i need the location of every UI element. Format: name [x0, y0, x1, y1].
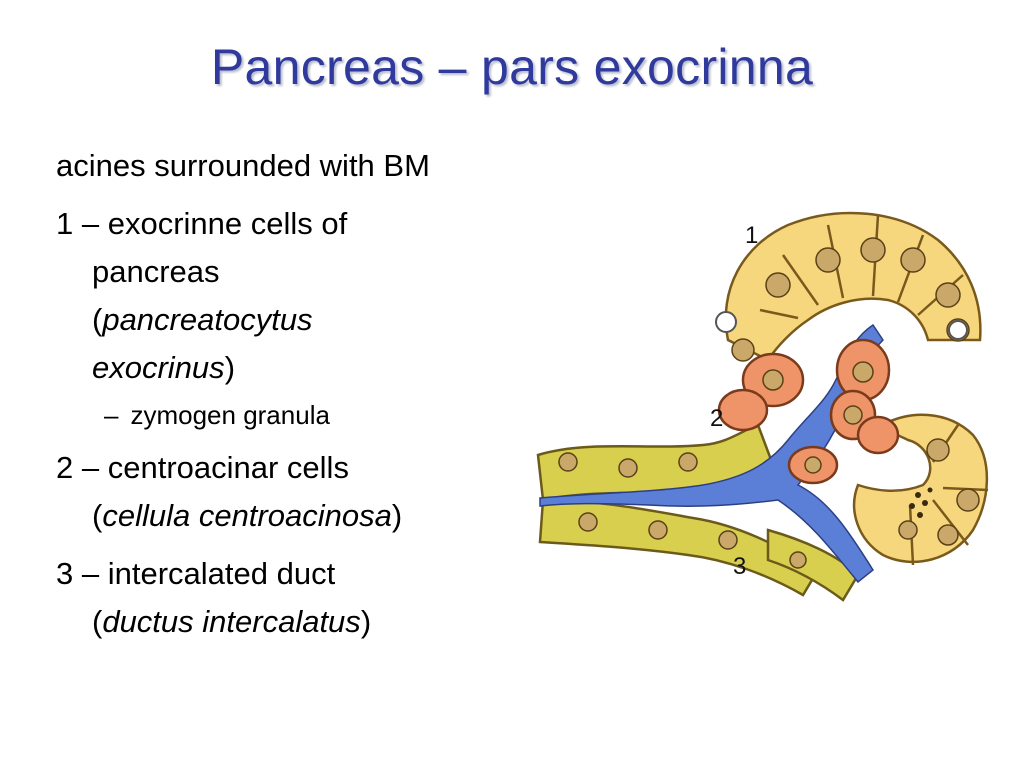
latin-term: cellula centroacinosa [102, 498, 392, 533]
item-text: centroacinar cells [107, 450, 349, 485]
item-text: intercalated duct [107, 556, 336, 591]
item-latin: (ductus intercalatus) [92, 604, 372, 639]
cell-nuclei [558, 237, 980, 569]
item-latin: (pancreatocytus [92, 302, 313, 337]
slide-title: Pancreas – pars exocrinna [210, 39, 814, 95]
figure-label-1: 1 [745, 222, 759, 249]
item-latin: (cellula centroacinosa) [92, 498, 403, 533]
item-number: 3 [56, 556, 74, 591]
list-item-1: 1 – exocrinne cells of pancreas (pancrea… [56, 200, 556, 392]
zymogen-granules [909, 487, 933, 518]
figure-label-3: 3 [733, 553, 747, 580]
basement-cells [715, 311, 968, 340]
sub-item-text: zymogen granula [130, 400, 330, 430]
intro-line: acines surrounded with BM [56, 148, 430, 183]
item-number: 2 [56, 450, 74, 485]
item-number: 1 [56, 206, 74, 241]
latin-term: ductus intercalatus [102, 604, 361, 639]
figure-label-2: 2 [710, 405, 724, 432]
slide-body: acines surrounded with BM 1 – exocrinne … [56, 142, 556, 656]
latin-term-cont: exocrinus [92, 350, 225, 385]
item-text: exocrinne cells of [107, 206, 348, 241]
sub-item: –zymogen granula [104, 400, 330, 430]
latin-term: pancreatocytus [102, 302, 313, 337]
item-latin-cont: exocrinus) [92, 350, 236, 385]
list-item-3: 3 – intercalated duct (ductus intercalat… [56, 550, 556, 646]
pancreas-acinus-illustration: 1 2 3 [528, 200, 998, 620]
centroacinar-cells [717, 338, 900, 485]
list-item-2: 2 – centroacinar cells (cellula centroac… [56, 444, 556, 540]
acinus-drawing [536, 211, 989, 602]
intercalated-duct [536, 423, 860, 602]
item-text-cont: pancreas [92, 254, 220, 289]
